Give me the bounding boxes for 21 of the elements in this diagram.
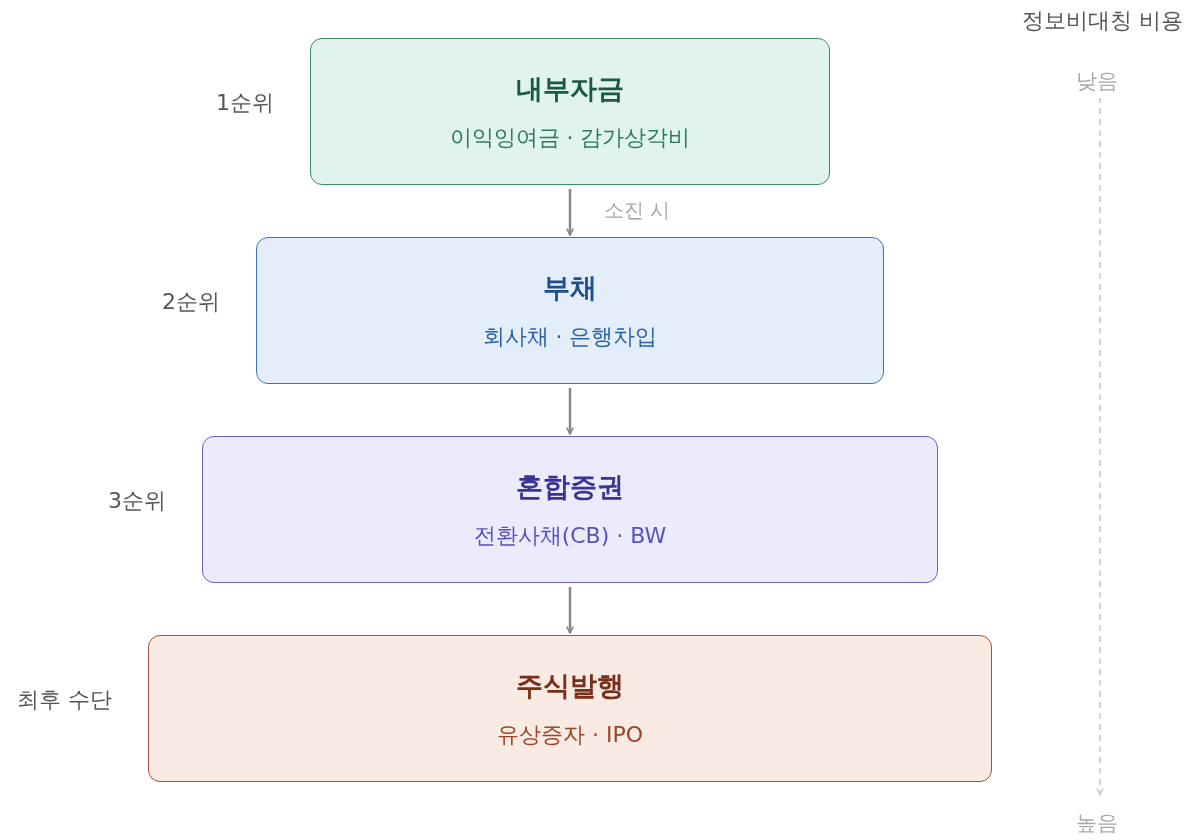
priority-label: 최후 수단 xyxy=(17,686,112,714)
axis-title: 정보비대칭 비용 xyxy=(1022,7,1183,35)
priority-label: 1순위 xyxy=(216,89,274,117)
axis-label: 높음 xyxy=(1076,810,1118,837)
tier-title: 내부자금 xyxy=(516,71,624,106)
tier-box xyxy=(256,237,884,384)
arrow xyxy=(566,587,574,634)
priority-label: 2순위 xyxy=(162,288,220,316)
tier-title: 주식발행 xyxy=(516,668,624,703)
tier-title: 혼합증권 xyxy=(516,469,624,504)
tier-box xyxy=(148,635,992,782)
arrow xyxy=(566,388,574,435)
tier-examples: 전환사채(CB) · BW xyxy=(473,522,667,551)
tier-box xyxy=(310,38,830,185)
tier-box xyxy=(202,436,938,583)
tier-title: 부채 xyxy=(543,270,597,305)
tier-examples: 유상증자 · IPO xyxy=(496,721,644,750)
tier-examples: 회사채 · 은행차입 xyxy=(482,323,658,352)
arrow xyxy=(566,189,574,236)
priority-label: 3순위 xyxy=(108,487,166,515)
tier-examples: 이익잉여금 · 감가상각비 xyxy=(449,124,691,153)
